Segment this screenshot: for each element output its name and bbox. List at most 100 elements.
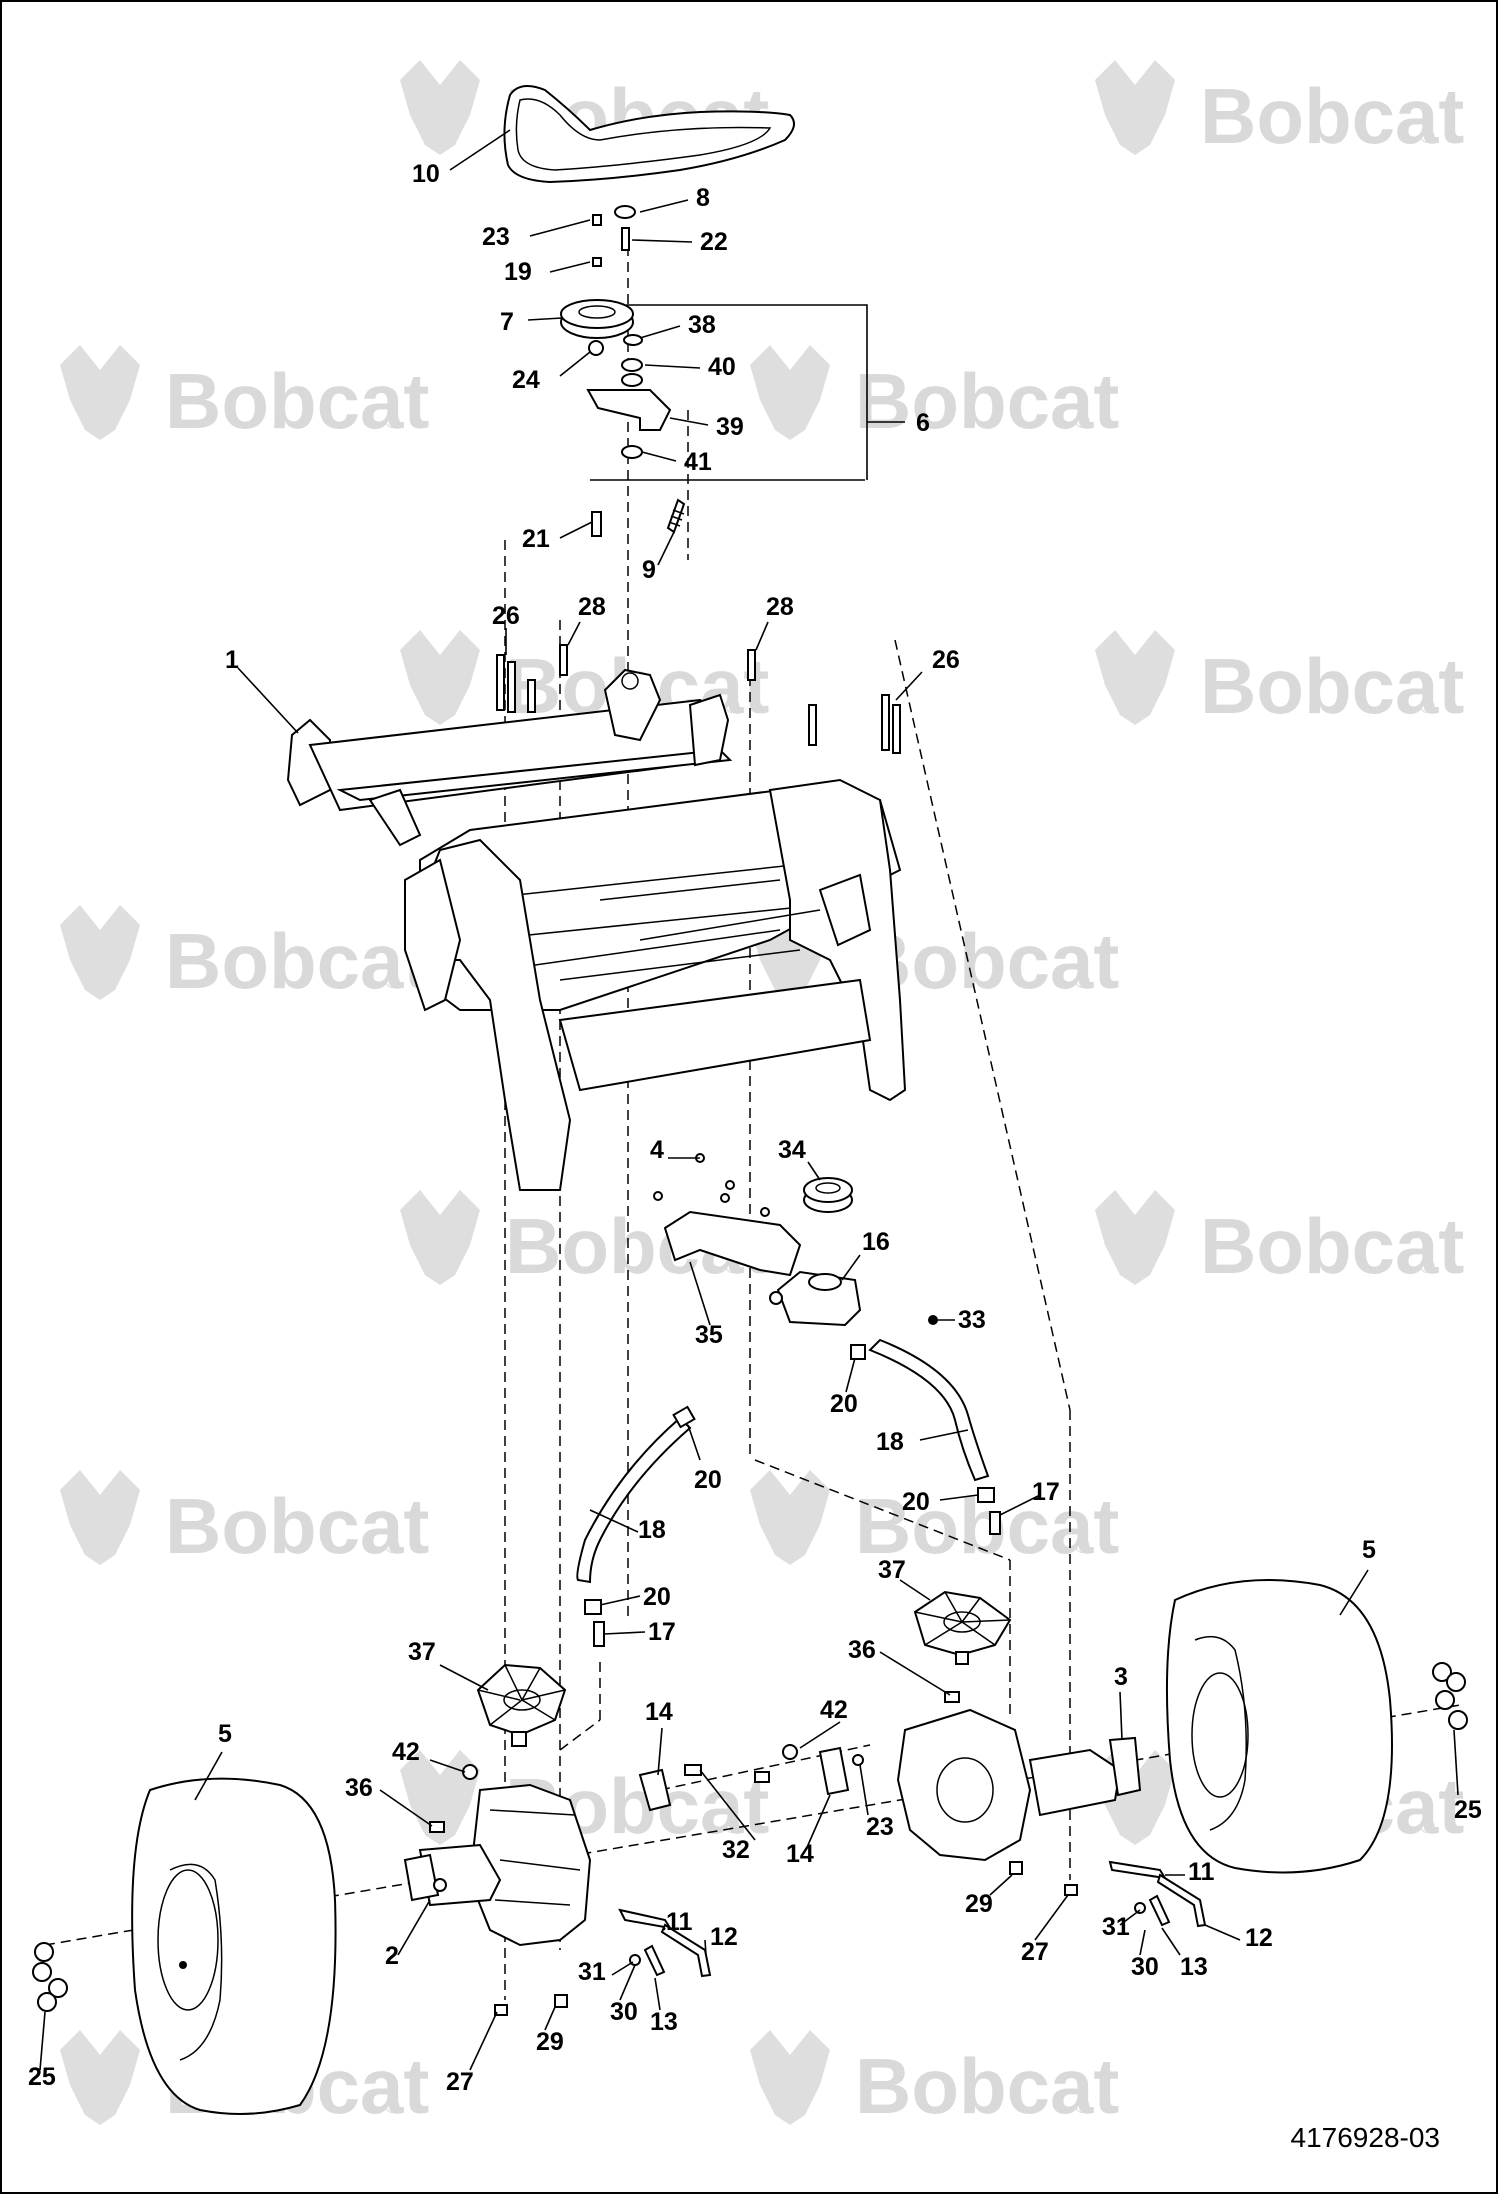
frame-icon	[286, 668, 907, 1191]
leader-line	[567, 621, 581, 646]
leader-lines	[39, 129, 1459, 2071]
callout-14: 14	[645, 1698, 673, 1726]
callout-40: 40	[708, 353, 736, 381]
leader-line	[429, 1759, 466, 1773]
leader-line	[663, 1927, 666, 1931]
callout-3: 3	[1114, 1663, 1128, 1691]
callout-33: 33	[958, 1306, 986, 1334]
frame-bolts	[496, 644, 901, 754]
leader-line	[379, 1789, 433, 1827]
leader-line	[657, 1727, 663, 1776]
watermark-trademark: ®	[385, 411, 400, 433]
cooling-fan-icon	[476, 1663, 567, 1747]
callout-4: 4	[650, 1136, 664, 1164]
watermark-text: Bobcat	[855, 357, 1119, 445]
callout-32: 32	[722, 1836, 750, 1864]
callout-27: 27	[446, 2068, 474, 2096]
leader-line	[449, 129, 511, 171]
callout-31: 31	[1102, 1913, 1130, 1941]
bobcat-watermark: Bobcat®	[400, 1750, 769, 1850]
leader-line	[807, 1161, 821, 1181]
drive-tire-icon	[131, 1777, 337, 2115]
leader-line	[559, 351, 591, 377]
right-transaxle-icon	[896, 1708, 1142, 1862]
leader-line	[603, 1631, 646, 1635]
leader-line	[1161, 1927, 1181, 1956]
leader-line	[619, 1964, 636, 2001]
callout-30: 30	[1131, 1953, 1159, 1981]
cooling-fan-icon	[913, 1590, 1012, 1665]
callout-35: 35	[695, 1321, 723, 1349]
watermark-text: Bobcat	[1200, 642, 1464, 730]
callout-5: 5	[218, 1720, 232, 1748]
watermark-text: Bobcat	[1200, 1202, 1464, 1290]
callout-20: 20	[830, 1390, 858, 1418]
leader-line	[639, 325, 681, 339]
reservoir-icon	[769, 1270, 862, 1327]
callout-21: 21	[522, 525, 550, 553]
watermark-trademark: ®	[1420, 126, 1435, 148]
leader-line	[589, 1509, 639, 1533]
leader-line	[527, 317, 563, 321]
idler-pulley-icon	[560, 299, 634, 339]
leader-line	[859, 1764, 869, 1816]
callout-14: 14	[786, 1840, 814, 1868]
callout-27: 27	[1021, 1938, 1049, 1966]
hose-icon	[576, 1338, 1001, 1647]
callout-20: 20	[643, 1583, 671, 1611]
watermark-layer: Bobcat®Bobcat®Bobcat®Bobcat®Bobcat®Bobca…	[60, 60, 1464, 2130]
leader-line	[549, 261, 591, 273]
leader-line	[644, 364, 701, 369]
callout-16: 16	[862, 1228, 890, 1256]
leader-line	[39, 2011, 46, 2071]
leader-line	[1034, 1894, 1069, 1941]
callout-6: 6	[916, 409, 930, 437]
leader-line	[631, 239, 693, 243]
watermark-trademark: ®	[1075, 1536, 1090, 1558]
leader-line	[657, 531, 675, 566]
callout-29: 29	[965, 1890, 993, 1918]
callout-42: 42	[820, 1696, 848, 1724]
leader-line	[397, 1899, 431, 1956]
callout-28: 28	[766, 593, 794, 621]
callout-26: 26	[492, 602, 520, 630]
leader-line	[799, 1721, 841, 1749]
leader-line	[544, 2006, 556, 2031]
leader-line	[599, 1595, 641, 1606]
callout-10: 10	[412, 160, 440, 188]
left-transaxle-icon	[403, 1783, 592, 1947]
watermark-trademark: ®	[1075, 971, 1090, 993]
watermark-trademark: ®	[725, 1816, 740, 1838]
leader-line	[641, 451, 677, 462]
callout-19: 19	[504, 258, 532, 286]
callout-11: 11	[1188, 1858, 1215, 1886]
callout-25: 25	[1454, 1796, 1482, 1824]
callout-17: 17	[1032, 1478, 1060, 1506]
watermark-trademark: ®	[1075, 411, 1090, 433]
leader-line	[639, 199, 689, 213]
watermark-trademark: ®	[725, 696, 740, 718]
watermark-trademark: ®	[1075, 2096, 1090, 2118]
callout-17: 17	[648, 1618, 676, 1646]
watermark-text: Bobcat	[165, 357, 429, 445]
leader-line	[879, 1651, 951, 1696]
leader-line	[529, 219, 591, 237]
callout-37: 37	[878, 1556, 906, 1584]
callout-12: 12	[1245, 1924, 1273, 1952]
callout-42: 42	[392, 1738, 420, 1766]
leader-line	[194, 1751, 223, 1801]
leader-line	[559, 521, 593, 539]
watermark-text: Bobcat	[1200, 72, 1464, 160]
watermark-text: Bobcat	[165, 1482, 429, 1570]
callout-2: 2	[385, 1942, 399, 1970]
belt-icon	[503, 85, 795, 184]
leader-line	[699, 1769, 756, 1841]
drawing-number: 4176928-03	[1290, 2122, 1440, 2153]
bobcat-watermark: Bobcat®	[750, 1470, 1119, 1570]
bobcat-watermark: Bobcat®	[60, 345, 429, 445]
callout-7: 7	[500, 308, 514, 336]
leader-line	[469, 2011, 498, 2071]
callout-22: 22	[700, 228, 728, 256]
callout-11: 11	[666, 1908, 693, 1936]
